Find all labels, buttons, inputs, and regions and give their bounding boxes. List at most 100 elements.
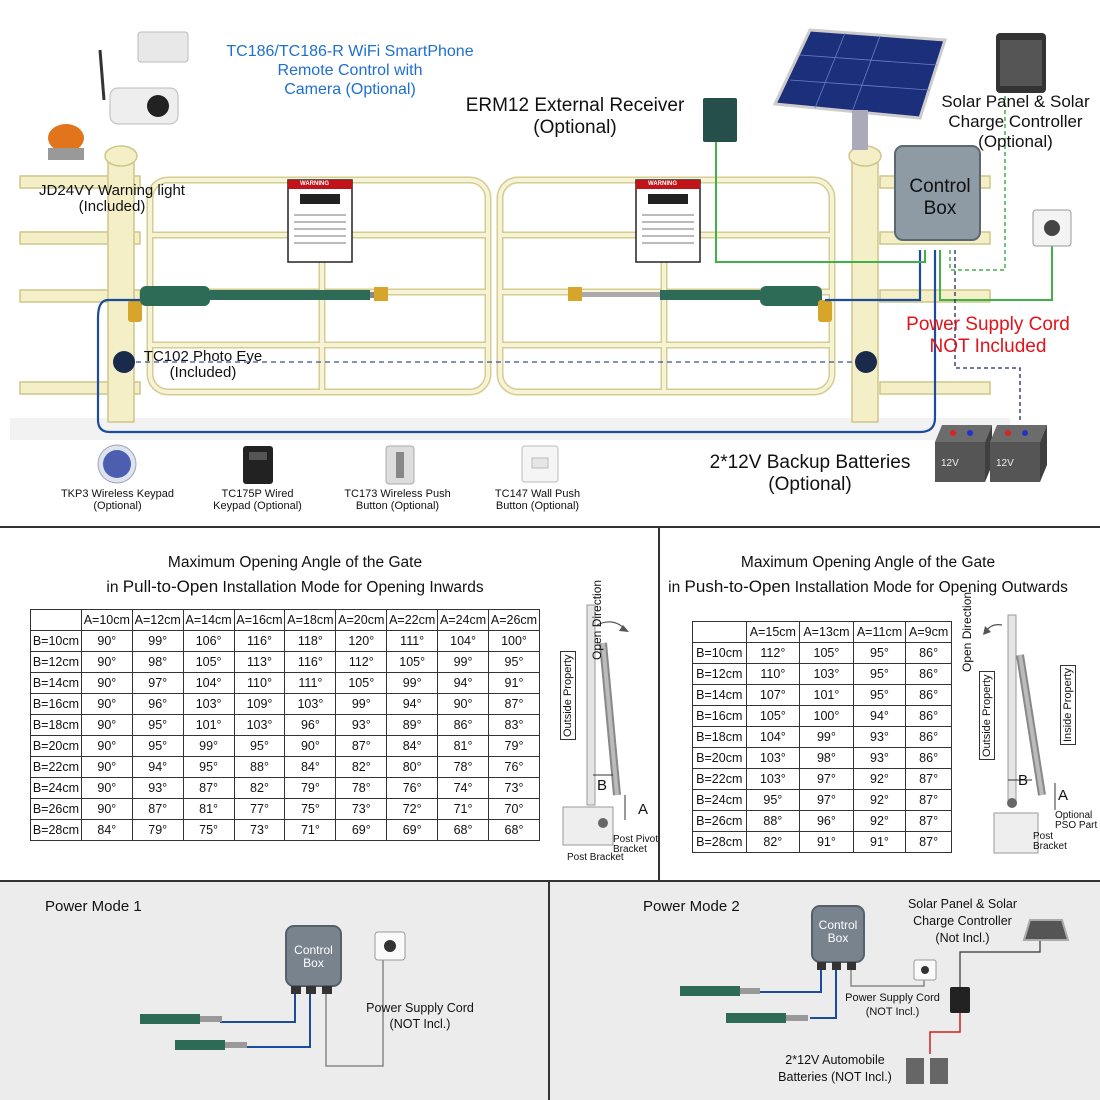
accessory-label-wall-button: TC147 Wall Push Button (Optional) — [494, 488, 581, 512]
table-cell: 105° — [386, 651, 439, 673]
wire-blue-2 — [825, 250, 922, 302]
table-cell: 104° — [182, 672, 235, 694]
battery-1-label: 12V — [941, 458, 959, 469]
wire-green-outlet — [939, 232, 1053, 301]
table-cell: 72° — [386, 798, 439, 820]
table-cell: 74° — [437, 777, 490, 799]
table-cell: 69° — [335, 819, 388, 841]
column-header: A=14cm — [182, 609, 235, 631]
table-cell: 107° — [745, 684, 801, 706]
pull-post-pivot-bracket: Post Pivot Bracket — [613, 834, 659, 855]
row-header: B=10cm — [692, 642, 747, 664]
table-cell: 105° — [745, 705, 801, 727]
table-cell: 95° — [131, 735, 184, 757]
table-cell: 95° — [233, 735, 286, 757]
row-header: B=18cm — [692, 726, 747, 748]
table-cell: 99° — [437, 651, 490, 673]
table-cell: 103° — [799, 663, 854, 685]
table-cell: 80° — [386, 756, 439, 778]
power-mode-2-power-cord: Power Supply Cord (NOT Incl.) — [845, 992, 940, 1018]
push-outside-property: Outside Property — [979, 671, 995, 760]
power-mode-2-solar: Solar Panel & Solar Charge Controller (N… — [907, 897, 1018, 945]
accessory-wall-button — [521, 445, 559, 483]
table-cell: 90° — [80, 630, 133, 652]
warning-sign-left-text: WARNING — [300, 181, 329, 187]
table-cell: 83° — [488, 714, 540, 736]
table-cell: 103° — [182, 693, 235, 715]
row-header: B=28cm — [692, 831, 747, 853]
table-cell: 79° — [488, 735, 540, 757]
table-cell: 94° — [437, 672, 490, 694]
table-cell: 97° — [799, 789, 854, 811]
table-cell: 90° — [80, 672, 133, 694]
table-cell: 84° — [386, 735, 439, 757]
table-cell: 101° — [182, 714, 235, 736]
power-mode-1-control-box: Control Box — [294, 943, 333, 970]
table-cell: 76° — [386, 777, 439, 799]
actuator-right — [568, 286, 832, 322]
table-cell: 87° — [335, 735, 388, 757]
push-label-b: B — [1018, 772, 1029, 789]
table-cell: 68° — [437, 819, 490, 841]
row-header: B=12cm — [30, 651, 82, 673]
table-cell: 76° — [488, 756, 540, 778]
push-optional-pso: Optional PSO Part — [1055, 810, 1098, 831]
table-cell: 99° — [335, 693, 388, 715]
table-cell: 68° — [488, 819, 540, 841]
table-cell: 87° — [182, 777, 235, 799]
table-cell: 90° — [80, 777, 133, 799]
accessory-label-keypad-wireless: TKP3 Wireless Keypad (Optional) — [60, 488, 175, 512]
power-mode-2-title: Power Mode 2 — [643, 898, 740, 915]
row-header: B=10cm — [30, 630, 82, 652]
table-cell: 96° — [799, 810, 854, 832]
control-box — [894, 145, 981, 241]
row-header: B=20cm — [30, 735, 82, 757]
warning-sign-right-text: WARNING — [648, 181, 677, 187]
warning-sign-right — [635, 179, 701, 263]
table-corner-cell — [30, 609, 82, 631]
table-cell: 104° — [437, 630, 490, 652]
warning-light — [48, 124, 84, 160]
table-cell: 105° — [182, 651, 235, 673]
photo-eye-right — [855, 351, 877, 373]
table-cell: 81° — [437, 735, 490, 757]
row-header: B=12cm — [692, 663, 747, 685]
backup-batteries-label: 2*12V Backup Batteries (Optional) — [709, 452, 911, 495]
accessory-label-push-button: TC173 Wireless Push Button (Optional) — [344, 488, 451, 512]
push-post-bracket: Post Bracket — [1033, 831, 1067, 852]
table-cell: 99° — [131, 630, 184, 652]
table-cell: 88° — [233, 756, 286, 778]
accessory-keypad-wireless — [97, 444, 137, 484]
power-mode-1-power-cord: Power Supply Cord (NOT Incl.) — [366, 1001, 474, 1031]
table-cell: 95° — [488, 651, 540, 673]
table-cell: 82° — [745, 831, 801, 853]
table-cell: 73° — [488, 777, 540, 799]
table-cell: 99° — [182, 735, 235, 757]
table-cell: 77° — [233, 798, 286, 820]
table-cell: 79° — [284, 777, 337, 799]
table-cell: 111° — [284, 672, 337, 694]
table-cell: 90° — [80, 714, 133, 736]
pull-table-title: Maximum Opening Angle of the Gate in Pul… — [106, 554, 484, 596]
table-cell: 86° — [905, 747, 952, 769]
column-header: A=13cm — [799, 621, 854, 643]
table-cell: 92° — [852, 810, 907, 832]
table-cell: 90° — [437, 693, 490, 715]
table-cell: 95° — [131, 714, 184, 736]
table-cell: 95° — [852, 684, 907, 706]
table-cell: 104° — [745, 726, 801, 748]
row-header: B=22cm — [692, 768, 747, 790]
table-cell: 79° — [131, 819, 184, 841]
column-header: A=22cm — [386, 609, 439, 631]
